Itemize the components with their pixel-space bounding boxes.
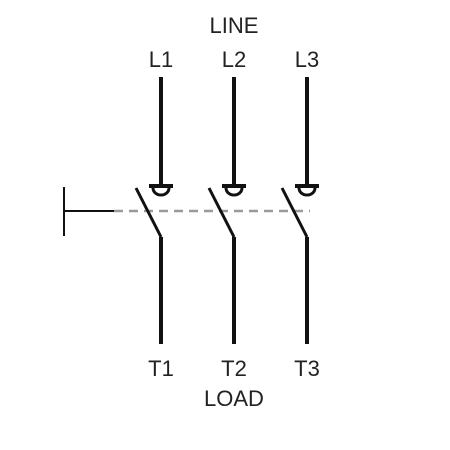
contact-cup-l3 (297, 187, 317, 197)
terminal-label-t1: T1 (148, 356, 174, 381)
operating-handle (63, 187, 114, 236)
terminal-label-t2: T2 (221, 356, 247, 381)
moving-blade-l3 (280, 187, 309, 238)
switch-pole-1 (134, 77, 173, 344)
switch-pole-3 (280, 77, 319, 344)
terminal-label-t3: T3 (294, 356, 320, 381)
moving-blade-l1 (134, 187, 163, 238)
load-label: LOAD (204, 386, 264, 411)
terminal-label-l1: L1 (149, 47, 173, 72)
line-label: LINE (210, 13, 259, 38)
terminal-label-l3: L3 (295, 47, 319, 72)
moving-blade-l2 (207, 187, 236, 238)
contact-cup-l1 (151, 187, 171, 197)
terminal-label-l2: L2 (222, 47, 246, 72)
switch-pole-2 (207, 77, 246, 344)
contact-cup-l2 (224, 187, 244, 197)
